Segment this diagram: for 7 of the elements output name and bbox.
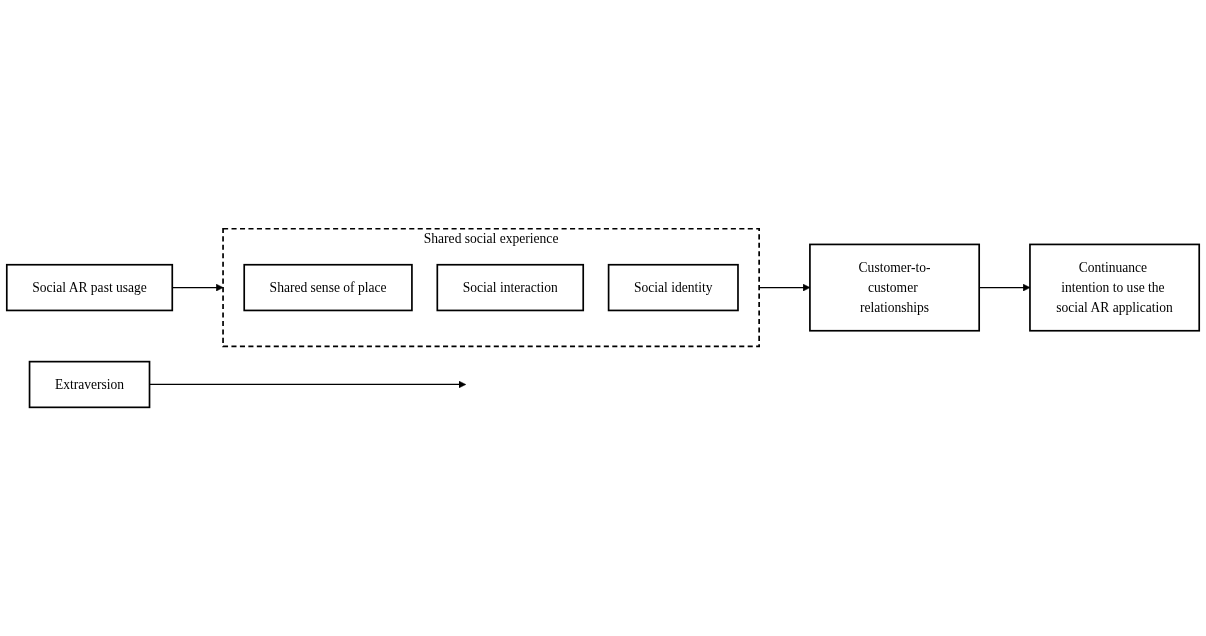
node-box: Extraversion <box>28 360 151 409</box>
node-box: Customer-to-customer relationships <box>809 243 981 332</box>
node-box: Social AR past usage <box>5 263 174 312</box>
node-box: Continuance intention to use the social AR application <box>1029 243 1201 332</box>
node-box: Social identity <box>607 263 739 312</box>
node-box: Shared sense of place <box>243 263 413 312</box>
node-box: Social interaction <box>436 263 585 312</box>
